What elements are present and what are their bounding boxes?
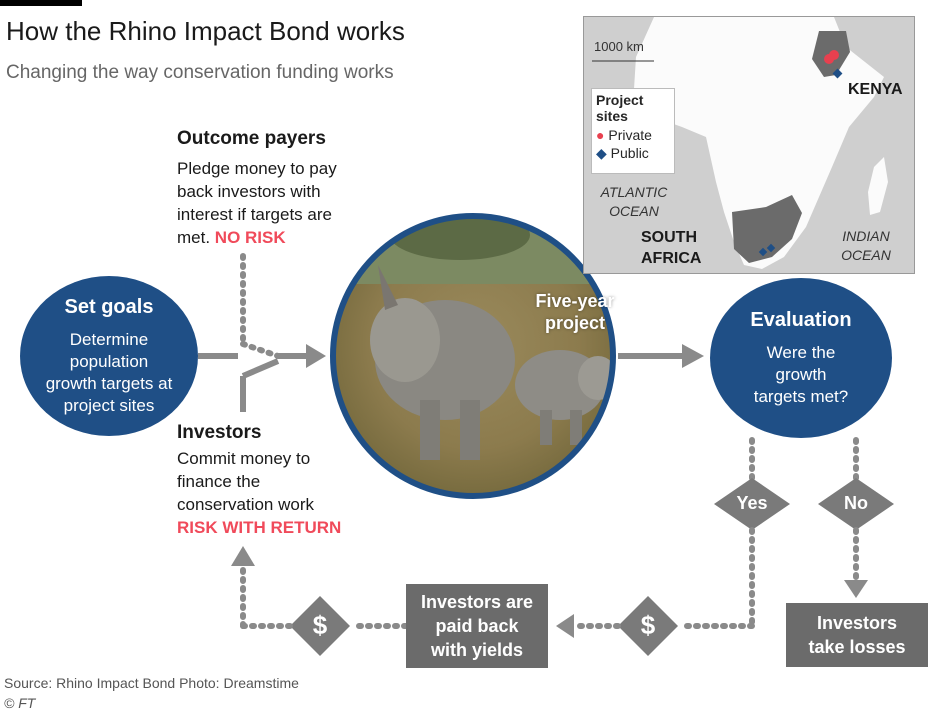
diamond-icon xyxy=(714,478,790,530)
evaluation-title: Evaluation xyxy=(750,308,852,331)
arrow-icon xyxy=(306,344,326,368)
diamond-icon xyxy=(290,596,350,656)
photo-ring xyxy=(330,213,616,499)
page-subtitle: Changing the way conservation funding wo… xyxy=(6,62,394,83)
set-goals-circle: Set goals Determine population growth ta… xyxy=(20,276,198,436)
private-marker-icon: ● xyxy=(596,127,605,143)
map-scale-label: 1000 km xyxy=(594,39,644,54)
diamond-icon xyxy=(818,478,894,530)
arrow-icon xyxy=(231,546,255,566)
brand-bar xyxy=(0,0,82,6)
dollar-symbol: $ xyxy=(640,610,656,640)
dollar-symbol: $ xyxy=(312,610,328,640)
no-label: No xyxy=(844,493,868,513)
page-title: How the Rhino Impact Bond works xyxy=(6,16,405,46)
investors-losses-box: Investors take losses xyxy=(786,603,928,667)
arrow-icon xyxy=(556,614,574,638)
public-marker-icon: ◆ xyxy=(596,145,607,161)
south-africa-shape xyxy=(732,195,802,263)
investors-heading: Investors xyxy=(177,422,262,443)
outcome-payers-description: Pledge money to pay back investors with … xyxy=(177,159,337,247)
five-year-project-label: Five-year project xyxy=(535,291,615,333)
ft-credit: © FT xyxy=(4,695,36,711)
legend-private: ● Private xyxy=(596,127,652,143)
source-line: Source: Rhino Impact Bond Photo: Dreamst… xyxy=(4,675,299,691)
evaluation-circle: Evaluation Were the growth targets met? xyxy=(710,278,892,438)
private-marker-icon xyxy=(829,50,839,60)
outcome-payers-heading: Outcome payers xyxy=(177,128,326,149)
legend-public: ◆ Public xyxy=(596,145,649,161)
public-marker-icon xyxy=(832,68,843,79)
diamond-icon xyxy=(618,596,678,656)
yes-label: Yes xyxy=(736,493,768,513)
kenya-label: KENYA xyxy=(848,81,903,98)
arrow-icon xyxy=(844,580,868,598)
no-risk-label: NO RISK xyxy=(214,228,286,247)
risk-with-return-label: RISK WITH RETURN xyxy=(177,518,342,537)
set-goals-title: Set goals xyxy=(64,295,154,318)
arrow-icon xyxy=(682,344,704,368)
investors-paid-box: Investors are paid back with yields xyxy=(406,584,548,668)
africa-map-shapes xyxy=(592,17,888,269)
investors-description: Commit money to finance the conservation… xyxy=(177,447,377,539)
